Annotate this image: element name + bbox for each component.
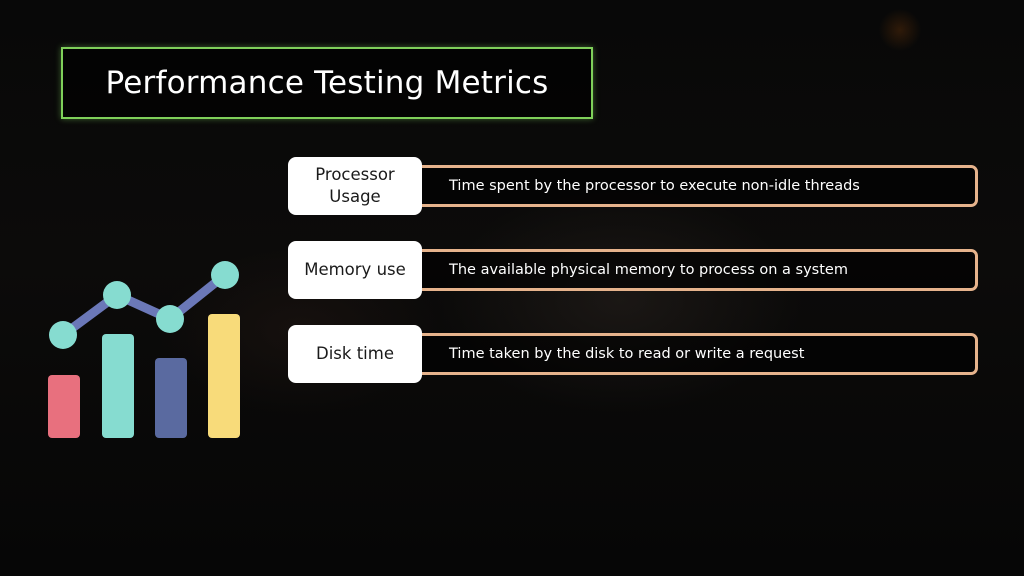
metric-description: Time spent by the processor to execute n… xyxy=(449,178,860,194)
metric-label: Disk time xyxy=(316,344,394,363)
metric-description: The available physical memory to process… xyxy=(449,262,848,278)
chart-dot-2 xyxy=(103,281,131,309)
metric-description: Time taken by the disk to read or write … xyxy=(449,346,805,362)
metric-row-processor: Time spent by the processor to execute n… xyxy=(288,157,978,215)
metric-label-box: Memory use xyxy=(288,241,422,299)
metric-description-box: Time taken by the disk to read or write … xyxy=(408,333,978,375)
title-frame: Performance Testing Metrics xyxy=(61,47,593,119)
metric-label-box: Processor Usage xyxy=(288,157,422,215)
slide-title: Performance Testing Metrics xyxy=(105,65,549,101)
metric-label-box: Disk time xyxy=(288,325,422,383)
metric-description-box: Time spent by the processor to execute n… xyxy=(408,165,978,207)
chart-bar-4 xyxy=(208,314,240,438)
chart-bar-2 xyxy=(102,334,134,438)
chart-bar-3 xyxy=(155,358,187,438)
metric-label: Memory use xyxy=(304,260,406,279)
chart-dot-4 xyxy=(211,261,239,289)
metric-description-box: The available physical memory to process… xyxy=(408,249,978,291)
metric-row-memory: The available physical memory to process… xyxy=(288,241,978,299)
chart-dot-1 xyxy=(49,321,77,349)
metric-row-disk: Time taken by the disk to read or write … xyxy=(288,325,978,383)
chart-bar-1 xyxy=(48,375,80,438)
metric-label: Processor Usage xyxy=(315,165,395,206)
bar-line-chart-icon xyxy=(48,261,240,438)
chart-dot-3 xyxy=(156,305,184,333)
chart-trend-line xyxy=(58,270,230,340)
